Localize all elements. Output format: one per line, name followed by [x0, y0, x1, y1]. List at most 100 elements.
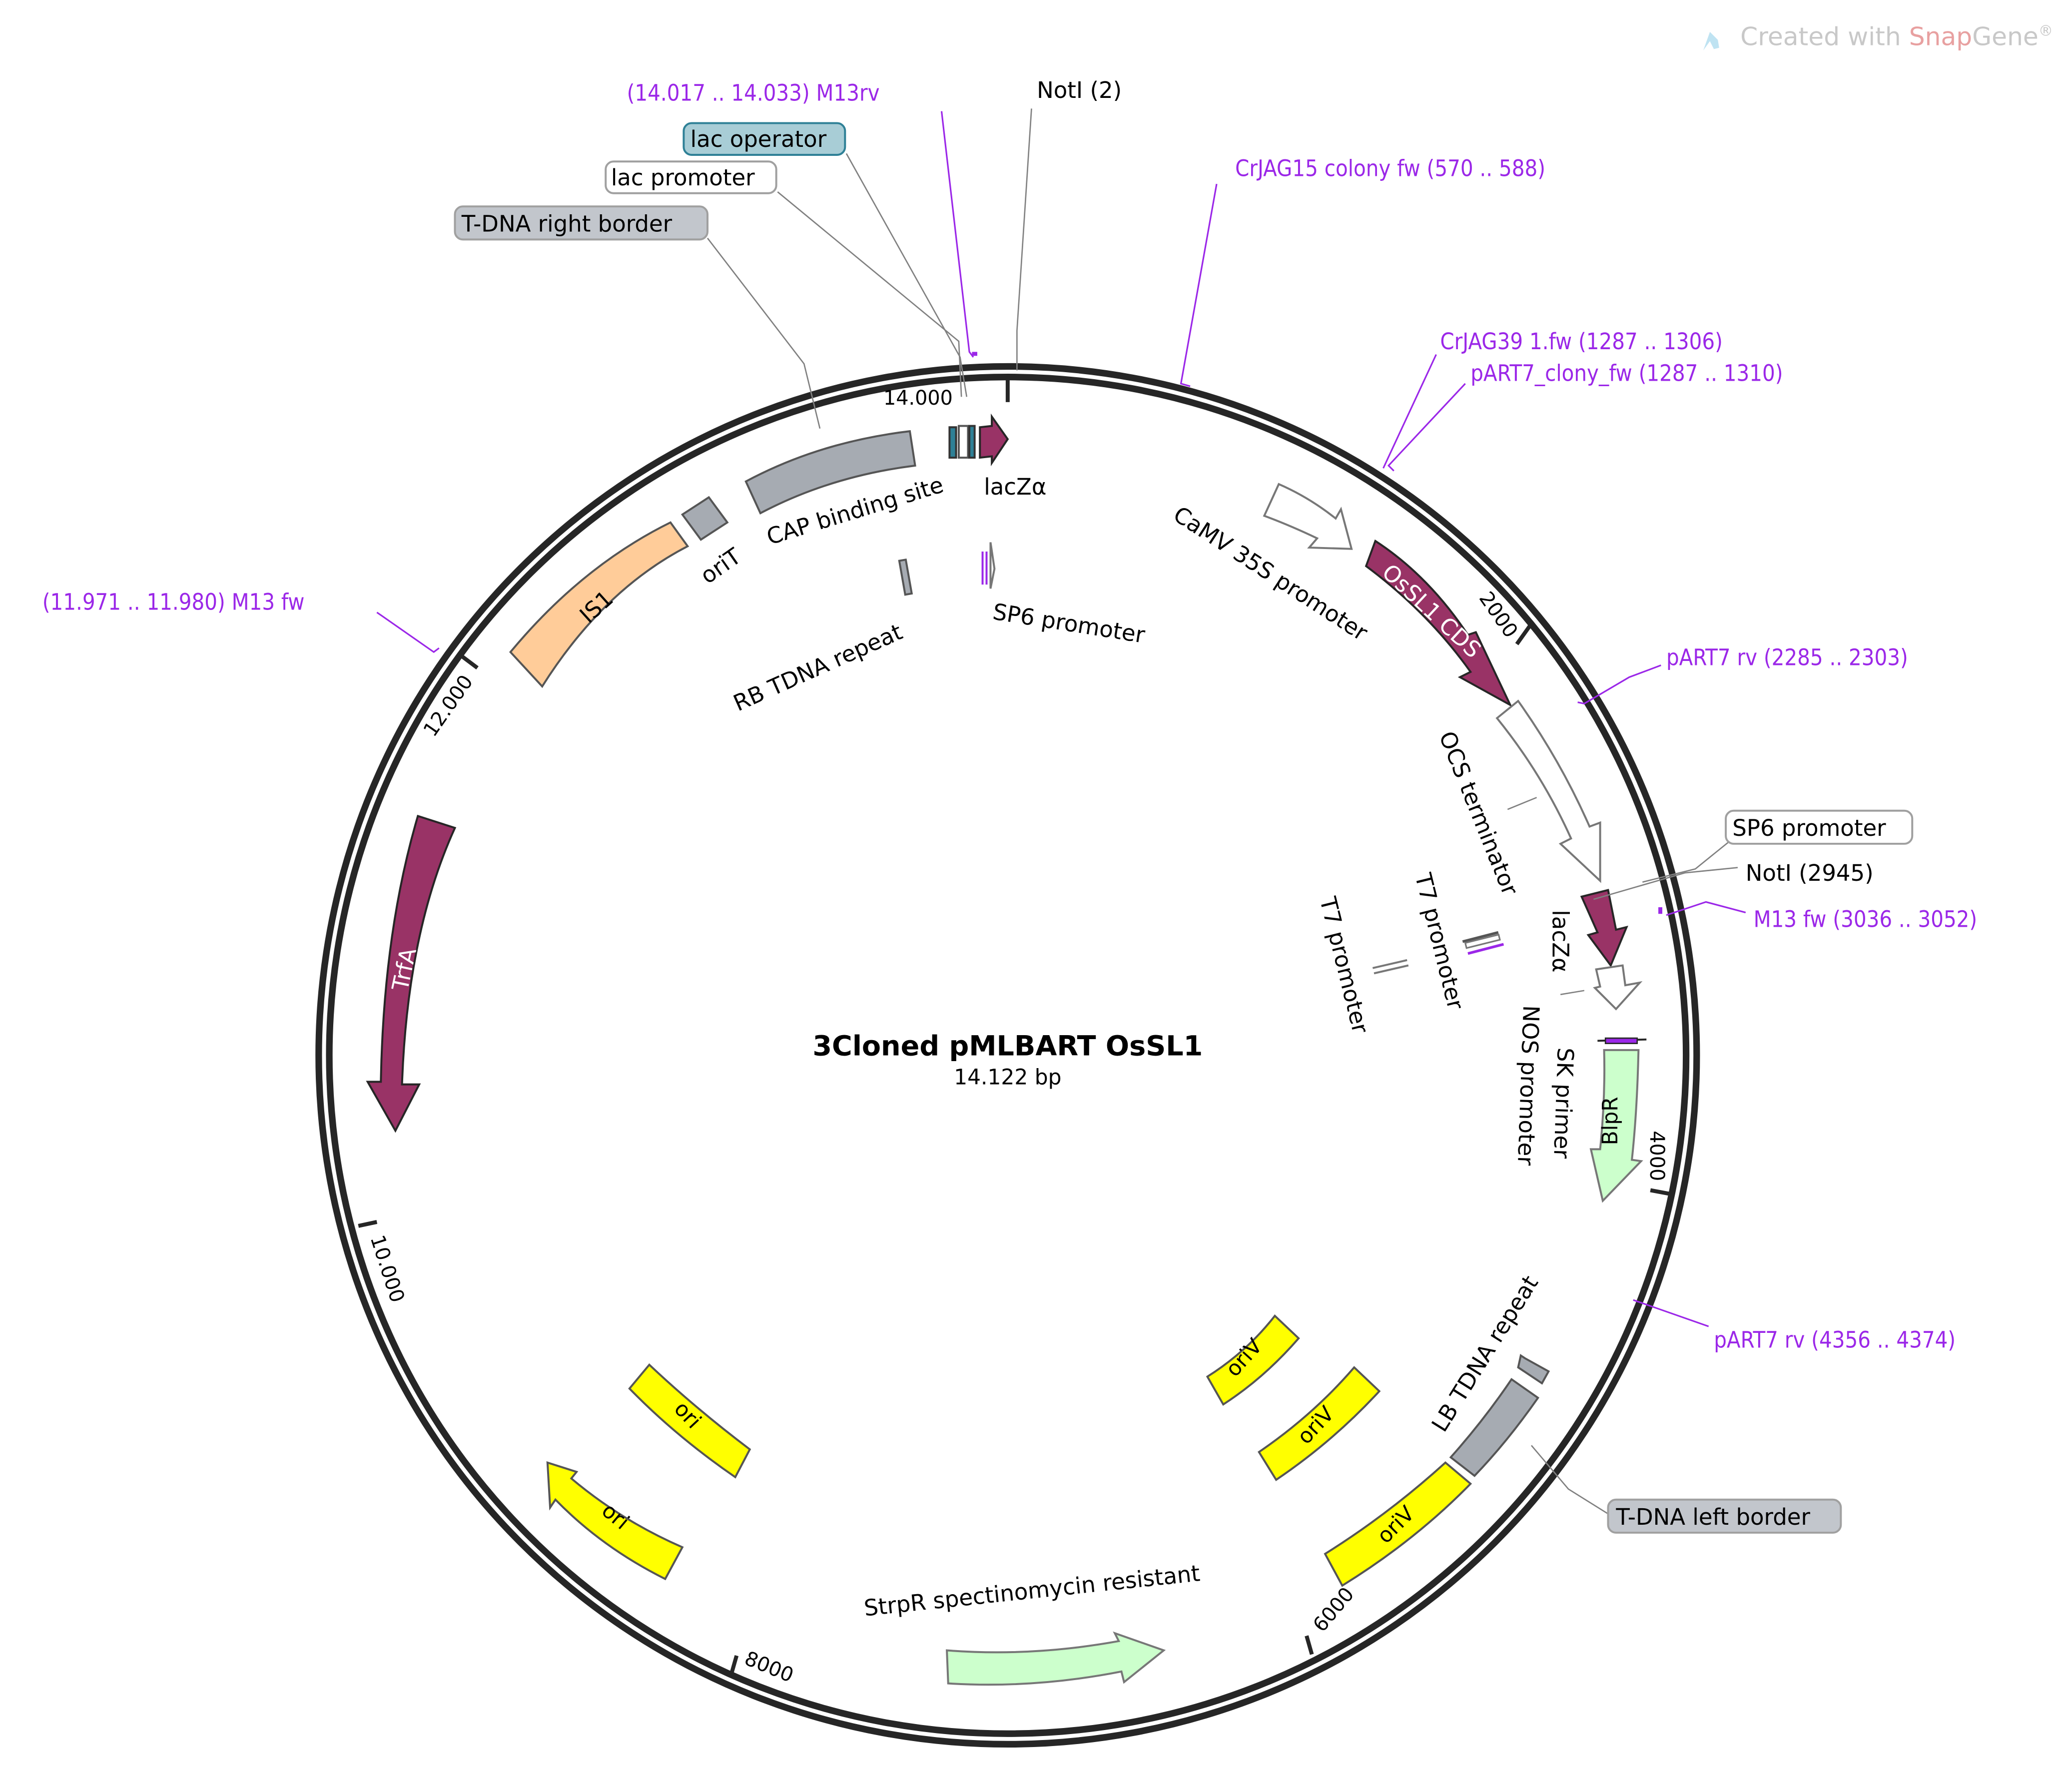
- primer-part7-rv-1[interactable]: pART7 rv (2285 .. 2303): [1577, 644, 1908, 705]
- leader-m13fw-right: [1666, 901, 1746, 916]
- primer-m13fw-right[interactable]: M13 fw (3036 .. 3052): [1658, 901, 1978, 933]
- tick-8000: [729, 1655, 739, 1675]
- callout-label-tdna-left-border: T-DNA left border: [1615, 1504, 1810, 1530]
- feature-lacza-top[interactable]: [979, 413, 1009, 467]
- feature-tdna-left-border[interactable]: [1449, 1378, 1539, 1477]
- t7-mark: [1462, 931, 1499, 943]
- label-nos-promoter: NOS promoter: [1512, 1005, 1544, 1166]
- leader-part7-clony: [1387, 383, 1466, 472]
- t7-mark: [1374, 964, 1409, 975]
- label-lacza-top: lacZα: [984, 474, 1046, 500]
- feature-orit[interactable]: [681, 496, 729, 541]
- feature-oriv-2[interactable]: [1258, 1366, 1381, 1481]
- feature-sk-primer[interactable]: [1597, 1037, 1647, 1044]
- callout-box-sp6-promoter: [1725, 809, 1914, 845]
- callout-lac-promoter[interactable]: lac promoter: [605, 160, 962, 397]
- label-t7-promoter-1: T7 promoter: [1315, 894, 1374, 1036]
- primer-label-part7-clony: pART7_clony_fw (1287 .. 1310): [1470, 360, 1783, 387]
- leader-noti-right: [1593, 867, 1738, 900]
- leader-lac-promoter: [777, 191, 962, 397]
- callout-sp6-promoter[interactable]: SP6 promoter: [1642, 809, 1914, 883]
- feature-cap-binding-site[interactable]: [744, 430, 916, 515]
- feature-blpr[interactable]: [1589, 1049, 1643, 1203]
- tick-label-2000: 2000: [1474, 588, 1522, 642]
- site-noti-right[interactable]: NotI (2945): [1593, 860, 1874, 900]
- feature-ocs-terminator[interactable]: [1495, 699, 1601, 883]
- callout-box-lac-operator: [683, 122, 846, 156]
- t7-primer-mark: [1467, 943, 1504, 955]
- watermark-brand-b: Gene: [1972, 21, 2039, 51]
- site-label-noti-right: NotI (2945): [1746, 860, 1874, 886]
- feature-ori-2[interactable]: [546, 1461, 684, 1581]
- tick-12000: [460, 654, 479, 670]
- callout-box-tdna-right-border: [454, 205, 709, 241]
- feature-oriv-1[interactable]: [1206, 1314, 1300, 1406]
- feature-rb-tdna-repeat[interactable]: [898, 558, 913, 596]
- leader-m13rv: [940, 111, 974, 358]
- feature-t7-promoter-2[interactable]: [1462, 931, 1504, 955]
- tick-label-14000: 14.000: [883, 387, 953, 410]
- leader-part7-rv-1: [1577, 664, 1661, 705]
- primer-part7-rv-2[interactable]: pART7 rv (4356 .. 4374): [1633, 1299, 1956, 1353]
- tick-label-6000: 6000: [1309, 1583, 1359, 1637]
- tick-2000: [1515, 624, 1532, 645]
- primer-mark-m13fw-right: [1658, 907, 1663, 914]
- callout-tdna-right-border[interactable]: T-DNA right border: [454, 205, 821, 429]
- site-noti-top[interactable]: NotI (2): [1016, 77, 1122, 371]
- callout-box-tdna-left-border: [1607, 1498, 1842, 1534]
- watermark-brand-a: Snap: [1909, 21, 1972, 51]
- label-strpr: StrpR spectinomycin resistant: [863, 1560, 1202, 1621]
- feature-ossl1-cds[interactable]: [1365, 539, 1513, 707]
- t7-mark: [1372, 959, 1407, 969]
- feature-ori-1[interactable]: [628, 1363, 751, 1479]
- label-t7-promoter-2: T7 promoter: [1409, 870, 1469, 1012]
- primer-label-m13fw-right: M13 fw (3036 .. 3052): [1754, 906, 1978, 933]
- feature-lac-promoter[interactable]: [957, 425, 969, 459]
- t7-mark: [1464, 933, 1501, 949]
- primer-part7-clony[interactable]: pART7_clony_fw (1287 .. 1310): [1387, 360, 1783, 472]
- feature-trfa[interactable]: [366, 814, 457, 1133]
- leader-ocs: [1507, 797, 1537, 810]
- callout-tdna-left-border[interactable]: T-DNA left border: [1530, 1445, 1842, 1534]
- feature-lac-cluster[interactable]: lacZα: [948, 413, 1046, 500]
- primer-label-crjag39: CrJAG39 1.fw (1287 .. 1306): [1440, 328, 1723, 355]
- feature-lb-tdna-repeat[interactable]: [1517, 1354, 1550, 1385]
- leader-m13fw-left: [376, 611, 440, 653]
- primer-m13fw-left[interactable]: (11.971 .. 11.980) M13 fw: [42, 589, 440, 653]
- plasmid-length: 14.122 bp: [954, 1065, 1061, 1090]
- primer-label-crjag15: CrJAG15 colony fw (570 .. 588): [1235, 155, 1545, 181]
- label-ossl1-cds: OsSL1 CDS: [1377, 559, 1486, 663]
- leader-tdna-right-border: [706, 237, 821, 429]
- label-lacza-right: lacZα: [1547, 910, 1573, 972]
- callout-lac-operator[interactable]: lac operator: [683, 122, 968, 397]
- feature-t7-promoter-1[interactable]: [1372, 959, 1409, 975]
- callout-label-tdna-right-border: T-DNA right border: [461, 210, 673, 237]
- callout-label-sp6-promoter: SP6 promoter: [1732, 815, 1886, 841]
- primer-label-m13fw-left: (11.971 .. 11.980) M13 fw: [42, 589, 305, 615]
- primer-mark-m13rv: [972, 352, 977, 356]
- feature-lacza-right[interactable]: [1580, 889, 1628, 968]
- watermark-mark: ®: [2039, 22, 2053, 39]
- feature-nos-promoter[interactable]: [1593, 964, 1643, 1011]
- leader-tdna-left-border: [1530, 1445, 1611, 1516]
- primer-label-part7-rv-2: pART7 rv (4356 .. 4374): [1714, 1326, 1956, 1353]
- plasmid-name: 3Cloned pMLBART OsSL1: [812, 1030, 1203, 1062]
- primer-m13rv[interactable]: (14.017 .. 14.033) M13rv: [627, 79, 977, 358]
- feature-strpr[interactable]: [946, 1631, 1166, 1686]
- callout-label-lac-operator: lac operator: [690, 126, 827, 152]
- snapgene-logo-icon: [1703, 31, 1719, 50]
- site-label-noti-top: NotI (2): [1037, 77, 1122, 103]
- feature-camv35s-promoter[interactable]: [1263, 483, 1353, 550]
- primer-crjag15[interactable]: CrJAG15 colony fw (570 .. 588): [1180, 155, 1545, 387]
- feature-is1[interactable]: [509, 521, 689, 688]
- primer-crjag39[interactable]: CrJAG39 1.fw (1287 .. 1306): [1382, 328, 1723, 469]
- label-ocs-terminator: OCS terminator: [1434, 727, 1524, 899]
- primer-label-part7-rv-1: pART7 rv (2285 .. 2303): [1666, 644, 1908, 671]
- feature-sp6-promoter-inner[interactable]: [981, 542, 996, 589]
- feature-lac-operator-1[interactable]: [948, 426, 957, 459]
- feature-lac-operator-2[interactable]: [968, 425, 976, 459]
- leader-nos: [1560, 990, 1585, 995]
- leader-lac-operator: [845, 153, 968, 397]
- tick-6000: [1305, 1635, 1314, 1655]
- feature-oriv-3[interactable]: [1324, 1461, 1472, 1587]
